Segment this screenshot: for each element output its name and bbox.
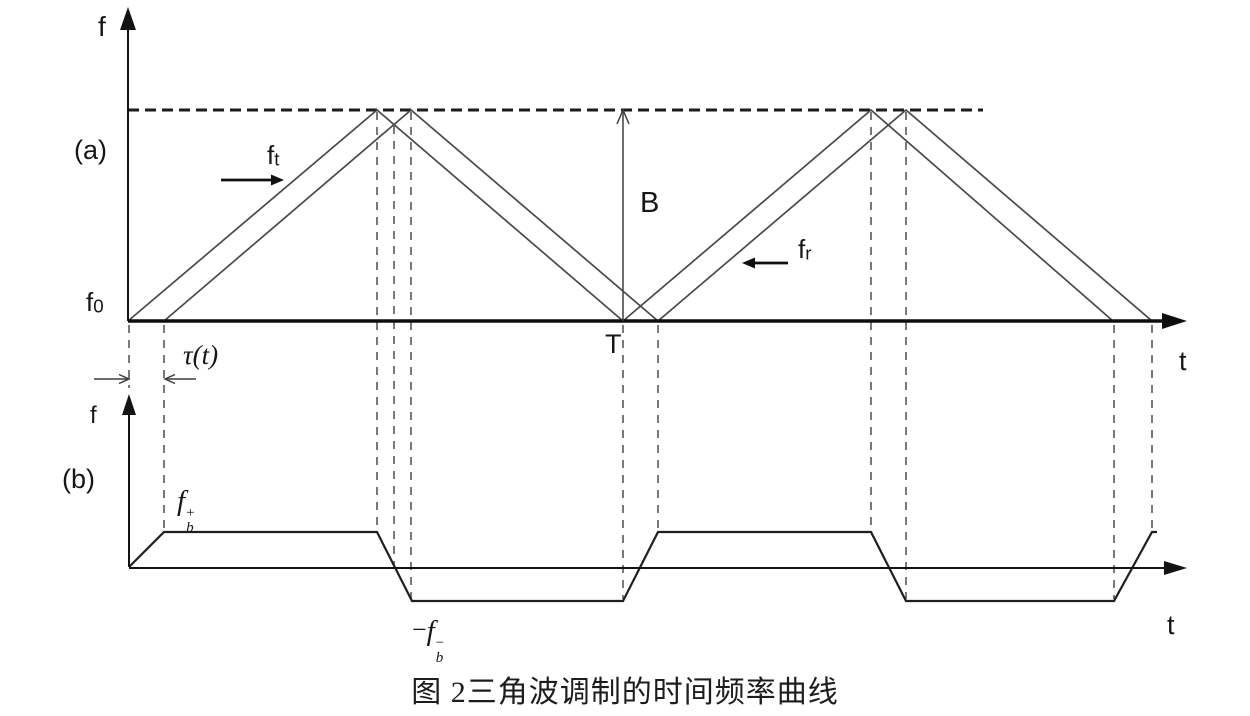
panel-b-frequency-axis-head [122,394,136,415]
transmit-direction-arrow-head [271,174,284,186]
start-frequency-sub: 0 [93,295,104,317]
start-frequency-base: f [86,287,94,317]
panel-b-time-axis-head [1164,561,1187,575]
transmit-label-base: f [267,140,275,170]
panel-a-label: (a) [74,135,107,165]
beat-negative-sub: b [435,650,444,666]
start-frequency-label: f0 [86,289,104,316]
beat-negative-sign: − [412,615,427,644]
delay-right-arrow-head [163,373,176,385]
transmit-label-sub: t [274,148,280,170]
receive-wave-label: fr [798,236,811,263]
bandwidth-label: B [640,187,660,219]
figure-caption: 图 2三角波调制的时间频率曲线 [411,676,839,709]
beat-positive-label: f+b [177,487,195,536]
beat-positive-base: f [177,485,186,517]
beat-frequency-wave [128,530,1157,603]
panel-a-x-axis-label: t [1179,346,1187,376]
transmit-wave-label: ft [267,142,279,169]
panel-b-label: (b) [62,464,95,494]
bandwidth-arrow-head [616,108,630,125]
panel-a-frequency-axis-head [120,7,136,30]
receive-label-base: f [798,234,806,264]
beat-negative-base: f [426,615,435,647]
panel-b-y-axis-label: f [90,402,97,429]
delay-label: τ(t) [183,340,219,370]
panel-a-time-axis-head [1162,313,1187,329]
delay-left-arrow-head [118,373,131,385]
period-label: T [605,329,622,359]
beat-negative-sup: − [435,635,445,651]
receive-label-sub: r [805,242,812,264]
panel-a-y-axis-label: f [98,11,106,42]
beat-positive-sup: + [186,505,195,521]
beat-negative-label: −f−b [412,617,444,666]
beat-positive-sub: b [186,520,194,536]
receive-direction-arrow-head [742,257,755,269]
panel-b-x-axis-label: t [1167,610,1175,640]
